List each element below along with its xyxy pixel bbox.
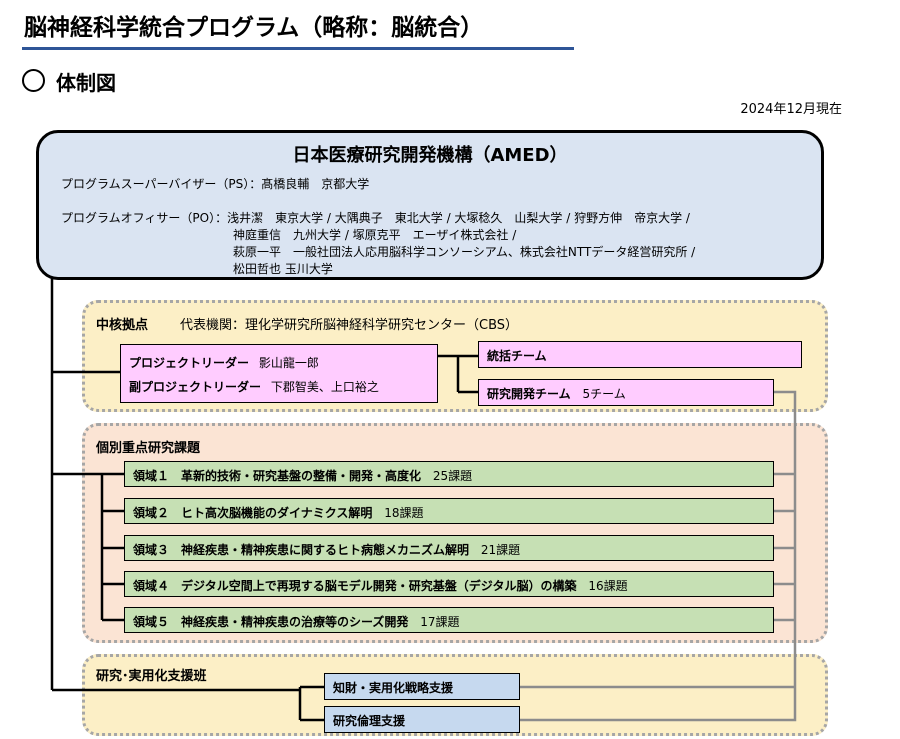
general-team-box: 統括チーム — [478, 341, 802, 368]
program-officer-line: プログラムオフィサー（PO）：浅井潔 東京大学 / 大隅典子 東北大学 / 大塚… — [61, 211, 690, 225]
area-name: 領域５ 神経疾患・精神疾患の治療等のシーズ開発 — [133, 615, 409, 629]
page-title: 脳神経科学統合プログラム（略称：脳統合） — [24, 15, 484, 41]
area-name: 領域４ デジタル空間上で再現する脳モデル開発・研究基盤（デジタル脳）の構築 — [133, 579, 577, 593]
program-officer-line: 神庭重信 九州大学 / 塚原克平 エーザイ株式会社 / — [233, 228, 517, 242]
area-count: 21課題 — [480, 543, 521, 557]
area-box: 領域３ 神経疾患・精神疾患に関するヒト病態メカニズム解明 21課題 — [124, 535, 774, 561]
program-officer-line: 松田哲也 玉川大学 — [233, 262, 333, 276]
area-name: 領域１ 革新的技術・研究基盤の整備・開発・高度化 — [133, 469, 422, 483]
rd-team-label: 研究開発チーム — [487, 387, 571, 401]
area-box: 領域５ 神経疾患・精神疾患の治療等のシーズ開発 17課題 — [124, 607, 774, 633]
core-hub-label: 中核拠点 — [96, 318, 149, 333]
sub-project-leader-names: 下郡智美、上口裕之 — [270, 380, 379, 394]
project-leader-box: プロジェクトリーダー 影山龍一郎 副プロジェクトリーダー 下郡智美、上口裕之 — [120, 344, 438, 403]
area-name: 領域３ 神経疾患・精神疾患に関するヒト病態メカニズム解明 — [133, 543, 470, 557]
area-count: 25課題 — [432, 469, 473, 483]
amed-title: 日本医療研究開発機構（AMED） — [292, 145, 568, 166]
amed-box: 日本医療研究開発機構（AMED） プログラムスーパーバイザー（PS）：髙橋良輔 … — [36, 130, 824, 280]
area-name: 領域２ ヒト高次脳機能のダイナミクス解明 — [133, 506, 373, 520]
sub-project-leader-role: 副プロジェクトリーダー — [129, 380, 262, 394]
area-count: 18課題 — [384, 506, 424, 520]
support-item-box: 知財・実用化戦略支援 — [324, 673, 520, 700]
support-item-box: 研究倫理支援 — [324, 706, 520, 733]
as-of-date: 2024年12月現在 — [740, 102, 842, 117]
project-leader-name: 影山龍一郎 — [258, 356, 319, 370]
program-supervisor: プログラムスーパーバイザー（PS）：髙橋良輔 京都大学 — [61, 177, 370, 191]
support-item-label: 研究倫理支援 — [333, 714, 406, 728]
section-title: 体制図 — [56, 71, 116, 95]
area-box: 領域２ ヒト高次脳機能のダイナミクス解明 18課題 — [124, 498, 774, 524]
rd-team-box: 研究開発チーム 5チーム — [478, 379, 774, 406]
core-hub-institution: 代表機関：理化学研究所脳神経科学研究センター（CBS） — [180, 318, 519, 333]
project-leader-role: プロジェクトリーダー — [129, 356, 250, 370]
title-underline — [22, 47, 574, 50]
area-count: 16課題 — [588, 579, 628, 593]
area-box: 領域４ デジタル空間上で再現する脳モデル開発・研究基盤（デジタル脳）の構築 16… — [124, 571, 774, 597]
general-team-label: 統括チーム — [487, 349, 547, 363]
circle-icon — [22, 69, 45, 92]
area-count: 17課題 — [420, 615, 460, 629]
area-box: 領域１ 革新的技術・研究基盤の整備・開発・高度化 25課題 — [124, 461, 774, 487]
support-item-label: 知財・実用化戦略支援 — [333, 681, 454, 695]
individual-research-label: 個別重点研究課題 — [96, 441, 201, 456]
support-label: 研究･実用化支援班 — [96, 669, 207, 684]
rd-team-count: 5チーム — [582, 387, 626, 401]
program-officer-line: 萩原一平 一般社団法人応用脳科学コンソーシアム、株式会社NTTデータ経営研究所 … — [233, 245, 696, 259]
